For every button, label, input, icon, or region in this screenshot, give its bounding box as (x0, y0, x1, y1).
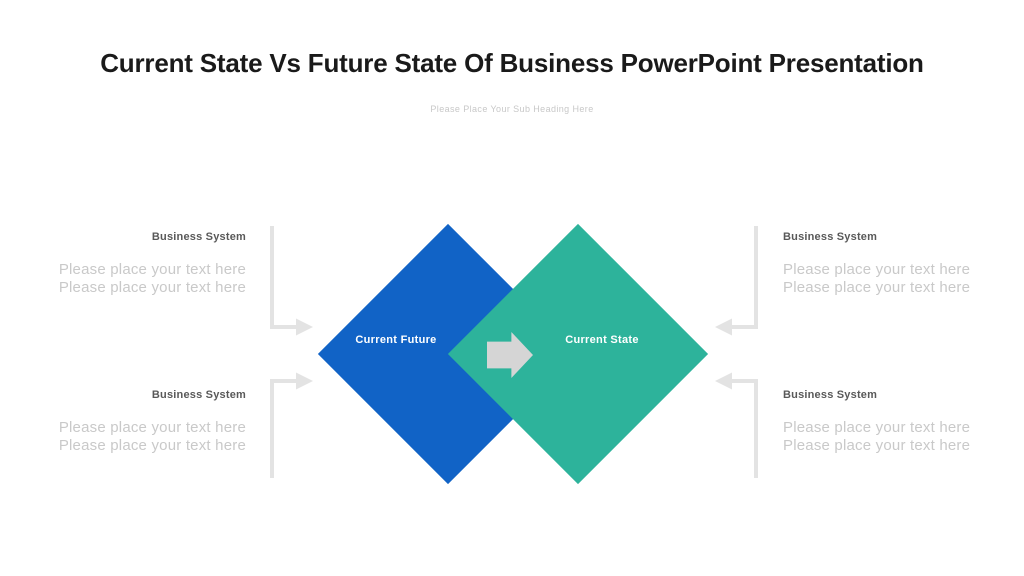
text-block-top-right: Business System Please place your text h… (783, 231, 975, 297)
current-state-label: Current State (565, 334, 639, 346)
connector-arrow-bottom-left (270, 372, 313, 478)
text-block-line: Please place your text here (783, 437, 971, 454)
text-block-line: Please place your text here (783, 279, 971, 296)
text-block-line: Please place your text here (58, 419, 246, 436)
slide-title: Current State Vs Future State Of Busines… (100, 48, 924, 78)
text-block-heading: Business System (151, 231, 246, 243)
text-block-line: Please place your text here (58, 279, 246, 296)
connector-arrow-bottom-right (715, 372, 758, 478)
connector-arrow-top-left (270, 226, 313, 336)
text-block-heading: Business System (783, 231, 878, 243)
text-block-top-left: Business System Please place your text h… (54, 231, 246, 297)
text-block-bottom-right: Business System Please place your text h… (783, 389, 975, 455)
text-block-bottom-left: Business System Please place your text h… (54, 389, 246, 455)
text-block-line: Please place your text here (58, 437, 246, 454)
text-block-line: Please place your text here (783, 419, 971, 436)
text-block-line: Please place your text here (783, 261, 971, 278)
connector-arrow-top-right (715, 226, 758, 336)
text-block-line: Please place your text here (58, 261, 246, 278)
slide-subtitle: Please Place Your Sub Heading Here (430, 104, 594, 114)
text-block-heading: Business System (151, 389, 246, 401)
current-future-label: Current Future (355, 334, 437, 346)
text-block-heading: Business System (783, 389, 878, 401)
